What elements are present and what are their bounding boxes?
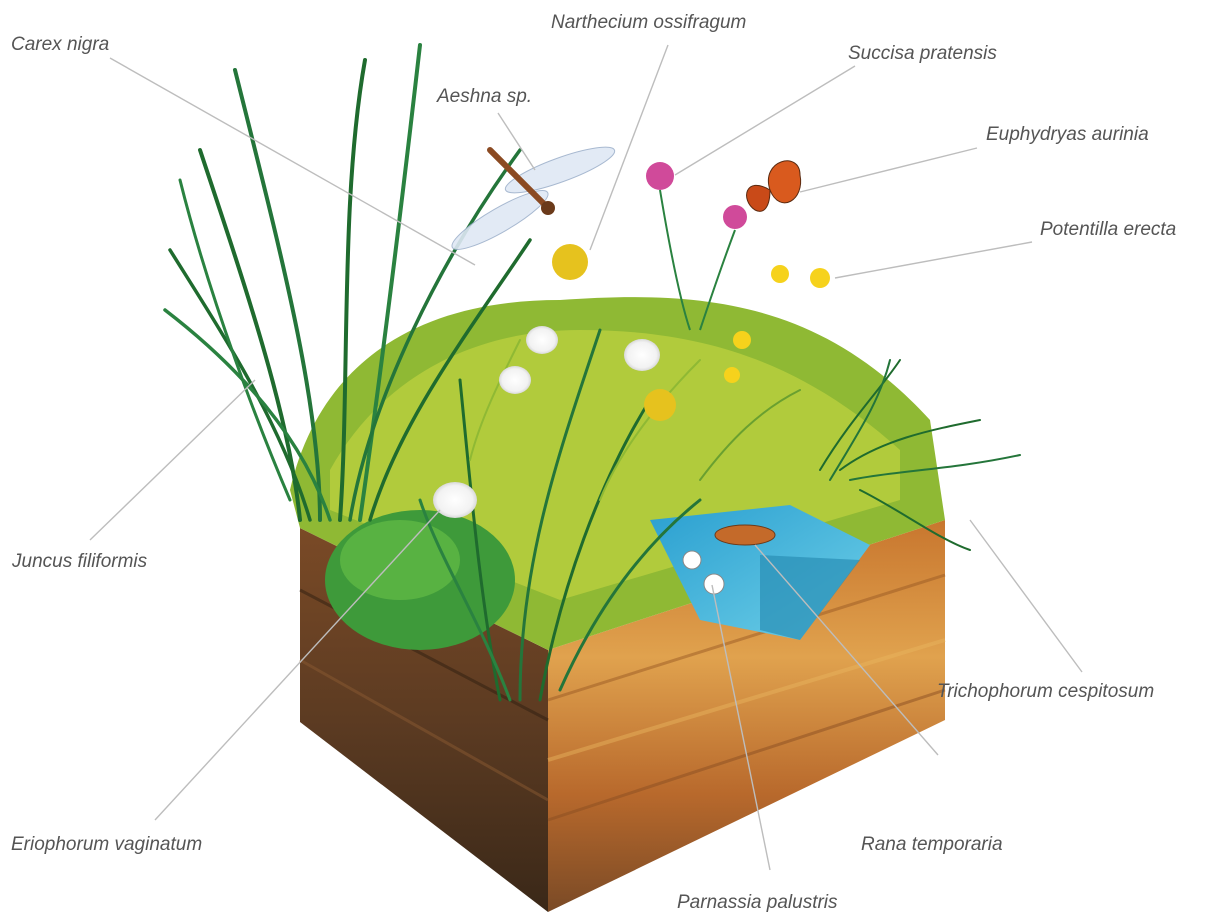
leader-euphydryas xyxy=(800,148,977,192)
leader-succisa xyxy=(675,66,855,175)
label-succisa-pratensis: Succisa pratensis xyxy=(848,43,997,65)
label-aeshna-sp: Aeshna sp. xyxy=(437,86,532,108)
label-potentilla-erecta: Potentilla erecta xyxy=(1040,219,1176,241)
leader-trichophorum xyxy=(970,520,1082,672)
leader-juncus xyxy=(90,380,255,540)
frog xyxy=(715,525,775,545)
label-parnassia-palustris: Parnassia palustris xyxy=(677,892,838,914)
label-euphydryas-aurinia: Euphydryas aurinia xyxy=(986,124,1149,146)
label-carex-nigra: Carex nigra xyxy=(11,34,109,56)
butterfly xyxy=(747,161,801,211)
label-trichophorum-cespitosum: Trichophorum cespitosum xyxy=(937,681,1154,703)
leader-potentilla xyxy=(835,242,1032,278)
dragonfly xyxy=(446,139,618,258)
label-eriophorum-vaginatum: Eriophorum vaginatum xyxy=(11,834,202,856)
label-narthecium-ossifragum: Narthecium ossifragum xyxy=(551,12,746,34)
leader-carex-nigra xyxy=(110,58,475,265)
label-juncus-filiformis: Juncus filiformis xyxy=(12,551,147,573)
label-rana-temporaria: Rana temporaria xyxy=(861,834,1003,856)
